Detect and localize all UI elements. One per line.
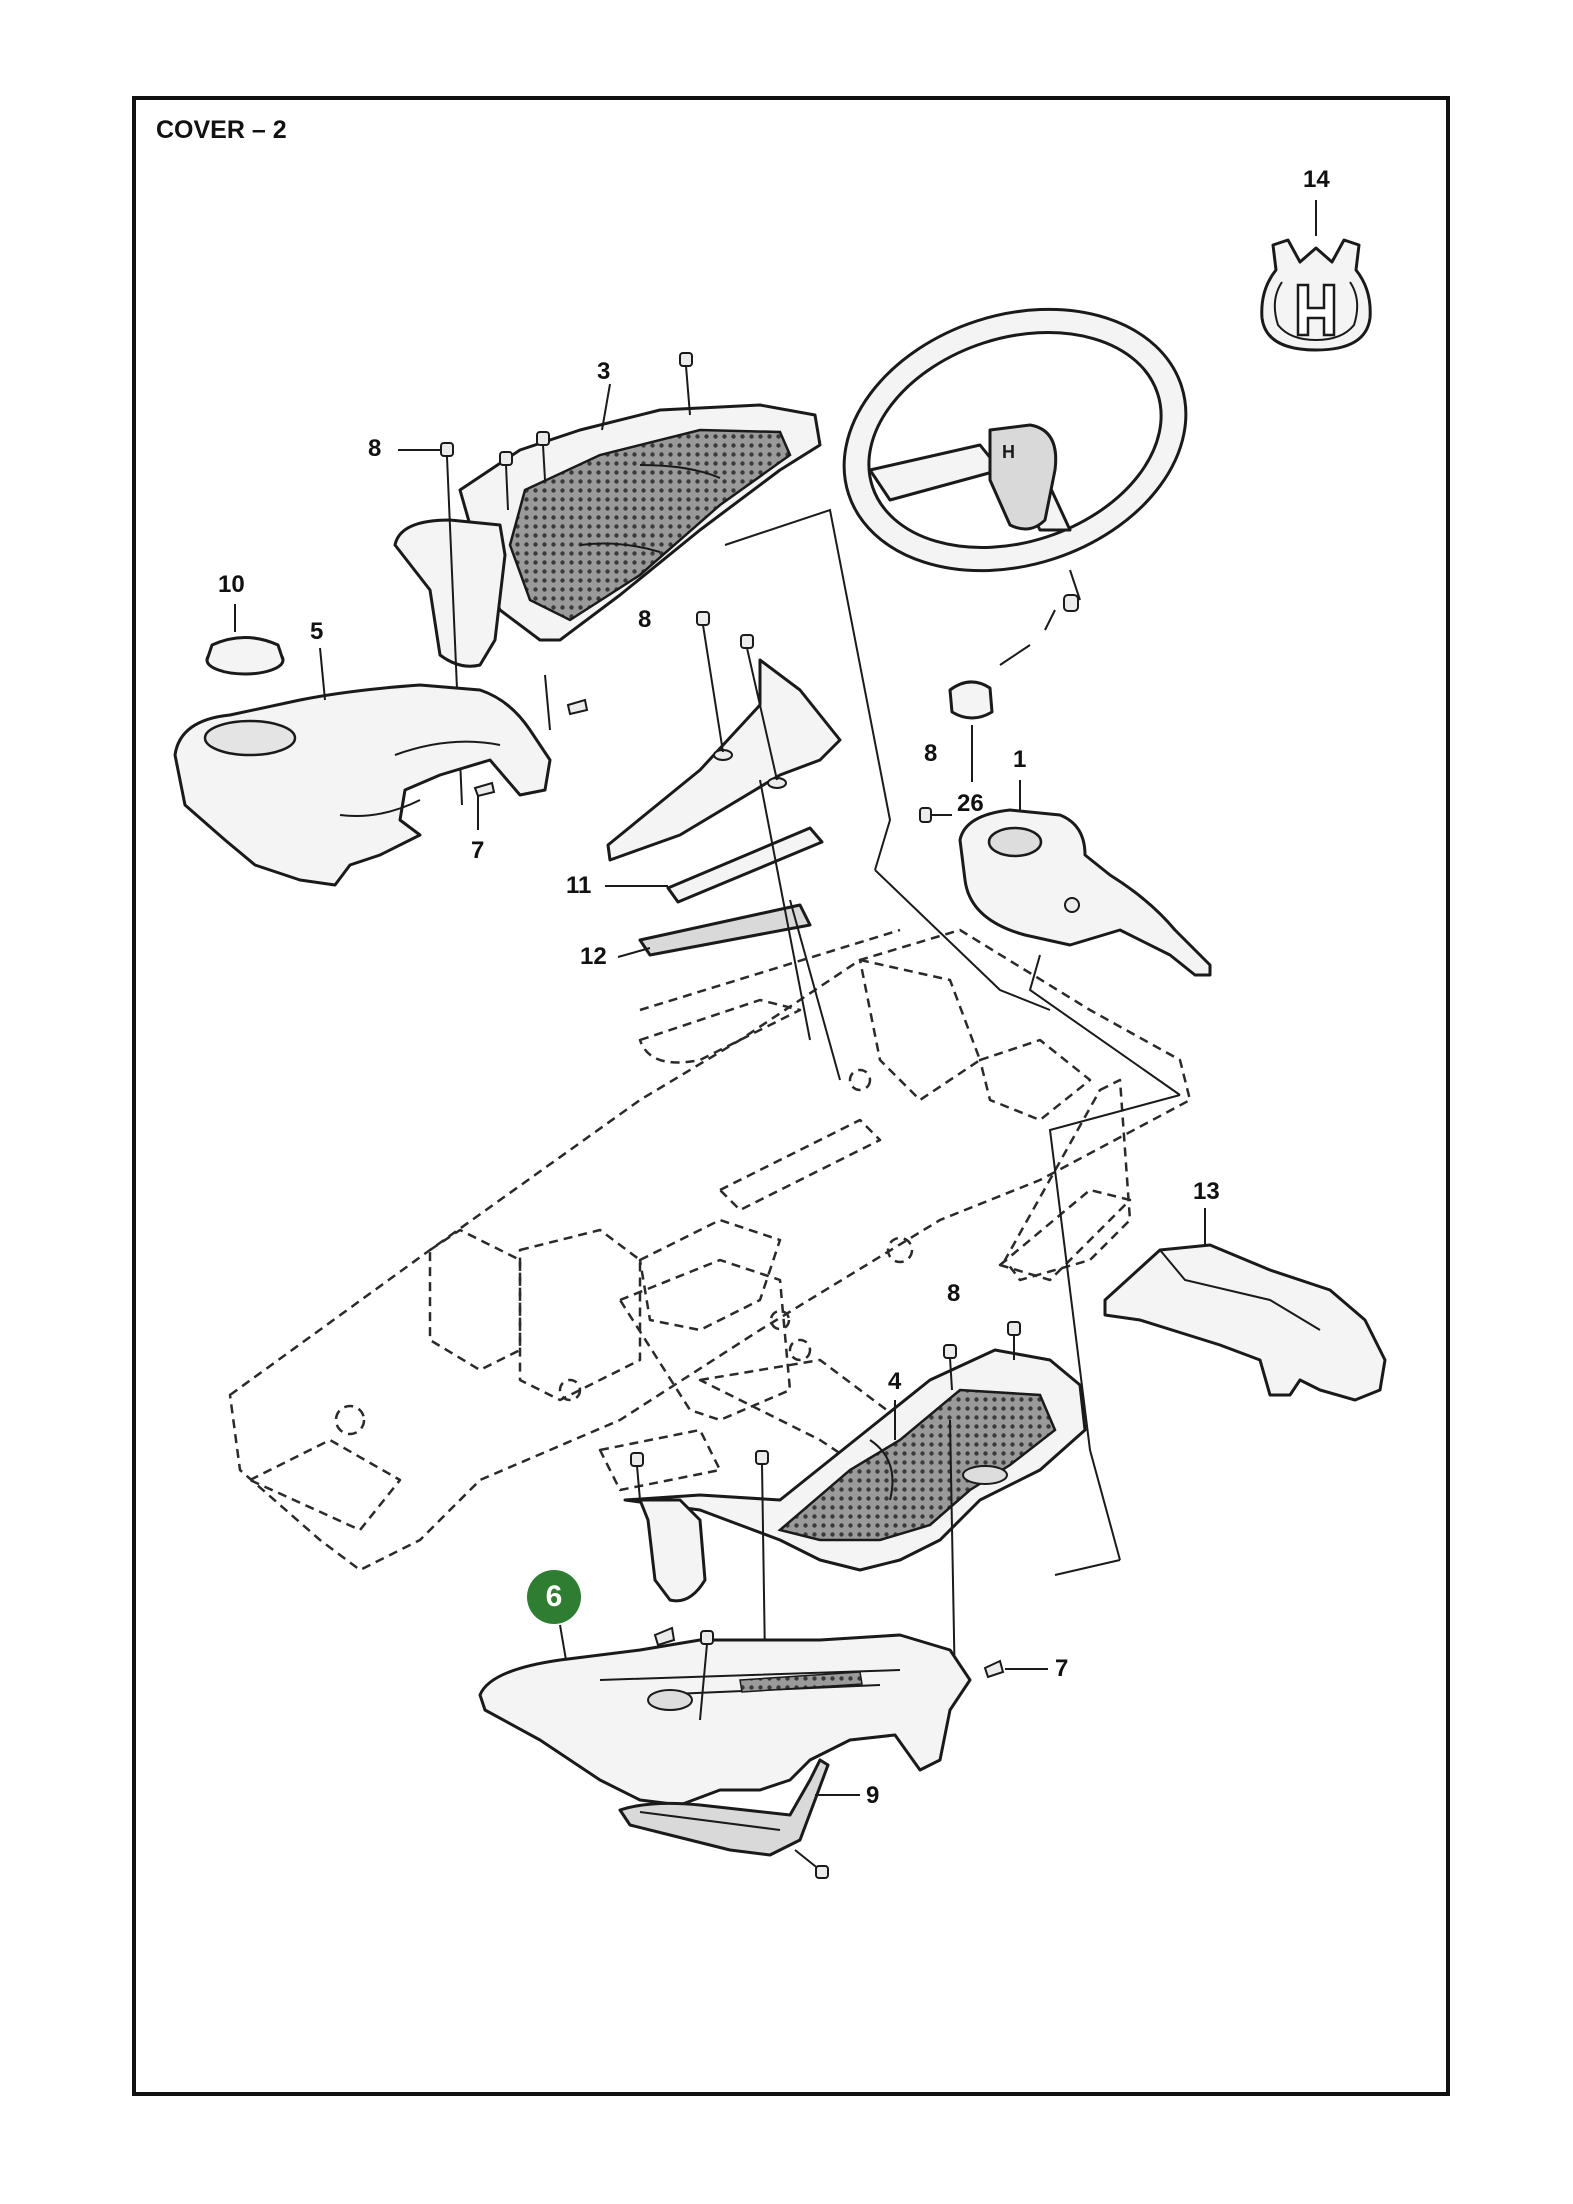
callout-8-panel: 8 <box>638 606 652 633</box>
steering-wheel: H <box>842 307 1188 573</box>
callout-4: 4 <box>888 1368 902 1395</box>
strip-part-12 <box>638 903 812 957</box>
callout-1: 1 <box>1013 746 1027 773</box>
callout-8-lower: 8 <box>947 1280 961 1307</box>
drawing-frame <box>132 96 1450 2096</box>
floor-cover-part-4 <box>623 1348 1087 1603</box>
callout-8-upper: 8 <box>368 435 382 462</box>
husqvarna-crown-h-logo <box>1260 238 1372 352</box>
chassis-frame <box>228 928 1192 1572</box>
callout-7-lower: 7 <box>1055 1655 1069 1682</box>
floor-cover-part-3 <box>393 403 822 668</box>
callout-9: 9 <box>866 1782 880 1809</box>
callout-5: 5 <box>310 618 324 645</box>
callout-6-highlighted: 6 <box>527 1570 581 1624</box>
column-cover-part-1 <box>958 808 1212 977</box>
svg-text:H: H <box>1002 442 1015 462</box>
side-trim-part-9 <box>618 1758 830 1857</box>
fender-cover-part-5 <box>173 683 552 887</box>
callout-7-upper: 7 <box>471 837 485 864</box>
callout-13: 13 <box>1193 1178 1220 1205</box>
callout-12: 12 <box>580 943 607 970</box>
knob-part-26 <box>948 680 994 720</box>
callout-10: 10 <box>218 571 245 598</box>
strip-part-11 <box>666 826 824 904</box>
cup-ring-part-10 <box>205 636 285 676</box>
callout-11: 11 <box>566 872 592 899</box>
callout-14: 14 <box>1303 166 1330 193</box>
fender-cover-part-6 <box>478 1633 972 1807</box>
callout-8-column: 8 <box>924 740 938 767</box>
rear-cover-part-13 <box>1103 1243 1387 1402</box>
callout-26: 26 <box>957 790 984 817</box>
sheet-title: COVER – 2 <box>156 116 287 144</box>
callout-3: 3 <box>597 358 611 385</box>
